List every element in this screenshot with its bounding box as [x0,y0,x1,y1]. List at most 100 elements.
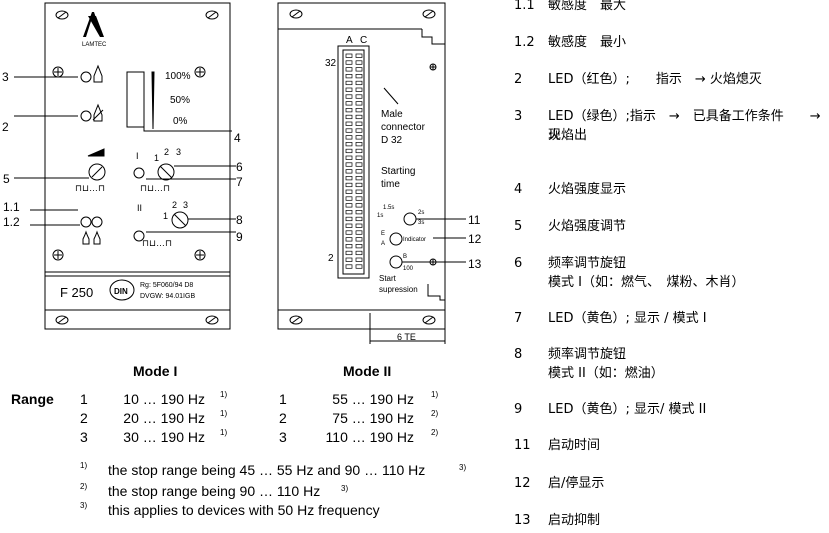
frequency-knob-mode2 [171,211,189,229]
m1-row1-val: 10 … 190 Hz [123,391,205,407]
connector-pin [355,74,363,79]
connector-pin [355,60,363,65]
knob2-mark-1: 1 [163,211,168,221]
knob2-mode: II [137,203,142,213]
callout-11: 11 [468,213,481,227]
connector-pin [345,196,353,201]
connector-pin [345,67,353,72]
connector-pin [345,74,353,79]
footnote-1-mark: 1) [80,461,87,470]
male-connector-d32 [337,45,370,279]
legend-text-line1: 频率调节旋钮 [548,256,627,271]
reg-number: Rg: 5F060/94 D8 [140,282,193,289]
callout-6: 6 [236,160,243,174]
connector-pin [355,67,363,72]
screw-icon [55,315,69,325]
mode2-heading: Mode II [343,363,391,379]
knob2-mark-3: 3 [183,200,188,210]
callout-5: 5 [3,172,10,186]
connector-pin [345,108,353,113]
legend-number: 5 [514,219,523,234]
connector-pin [355,189,363,194]
legend-text: 启动时间 [548,438,601,453]
connector-pin [345,203,353,208]
connector-pin [345,210,353,215]
model-label: F 250 [60,285,93,300]
intensity-adjust-knob [88,163,106,181]
connector-pin [345,216,353,222]
connector-pin [345,94,353,99]
connector-pin [355,108,363,113]
legend-text-line1: LED（绿色）;指示 → 已具备工作条件 → 火焰出 [548,109,829,143]
led-yellow-mode1 [133,167,145,179]
connector-pin [345,142,353,147]
m2-row2-val: 75 … 190 Hz [332,410,414,426]
connector-pin [355,223,363,228]
legend-text: LED（黄色）; 显示 / 模式 I [548,311,707,326]
lamtec-logo-icon [83,12,104,37]
din-emblem [109,279,135,301]
callout-7: 7 [236,175,243,189]
m1-row2-num: 2 [80,410,88,426]
legend-number: 4 [514,182,523,197]
m1-row2-val: 20 … 190 Hz [123,410,205,426]
callout-1-2: 1.2 [3,215,20,229]
m2-row1-val: 55 … 190 Hz [332,391,414,407]
screw-icon [55,10,69,20]
connector-pin [345,135,353,140]
button-label-100: 100 [403,266,414,272]
legend-text: 频率调节旋钮模式 I（如：燃气、 煤粉、木肖） [548,254,829,292]
connector-pin [345,101,353,106]
legend-number: 2 [514,72,523,87]
pulse-label-mode2: ⊓⊔…⊓ [142,238,172,248]
starting-label-1: Starting [381,166,415,177]
connector-pin [355,148,363,154]
time-1-5s: 1.5s [383,205,394,211]
connector-pin [345,230,353,235]
connector-pin [345,162,353,167]
led-yellow-mode2 [133,230,145,242]
connector-pin [355,250,363,256]
callout-9: 9 [236,230,243,244]
callout-8: 8 [236,213,243,227]
legend-text: 火焰强度调节 [548,219,627,234]
m2-row2-num: 2 [279,410,287,426]
row-32: 32 [325,58,337,69]
screw-icon [289,315,303,325]
mode1-heading: Mode I [133,363,177,379]
connector-pin [345,80,353,86]
scale-50: 50% [170,95,190,106]
connector-pin [355,94,363,99]
callout-4: 4 [234,131,241,145]
m1-row3-fn: 1) [220,428,227,437]
connector-pin [355,80,363,86]
knob1-mode: I [136,151,139,161]
intensity-scale-wedge [151,71,155,130]
right-side-panel [277,2,466,344]
connector-pin [345,223,353,228]
legend-number: 1.2 [514,35,535,50]
m2-row3-val: 110 … 190 Hz [326,429,414,445]
left-panel-text: LAMTEC 100% 50% 0% I 1 2 3 II 1 2 3 ⊓⊔…⊓… [2,42,243,300]
callout-12: 12 [468,232,482,246]
connector-pin [355,230,363,235]
connector-pin [345,128,353,133]
pulse-label-mode1: ⊓⊔…⊓ [140,183,170,193]
connector-pin [345,155,353,160]
m2-row3-fn: 2) [431,428,438,437]
connector-pins [345,53,363,269]
m1-row1-num: 1 [80,391,88,407]
cross-screw-icon [52,66,64,78]
cross-screw-icon [429,63,437,71]
legend-text: 启动抑制 [548,513,601,528]
row-2: 2 [328,253,334,264]
start-label-1: Start [379,274,397,283]
indicator-label: Indicator [403,237,426,243]
width-label: 6 TE [397,332,416,342]
legend-number: 1.1 [514,0,535,13]
time-1s: 1s [377,213,383,219]
connector-pin [355,114,363,120]
mode-range-table: Mode I Mode II Range 1 10 … 190 Hz 1) 1 … [11,363,466,518]
knob1-mark-3: 3 [176,147,181,157]
footnote-1: the stop range being 45 … 55 Hz and 90 …… [108,462,425,478]
